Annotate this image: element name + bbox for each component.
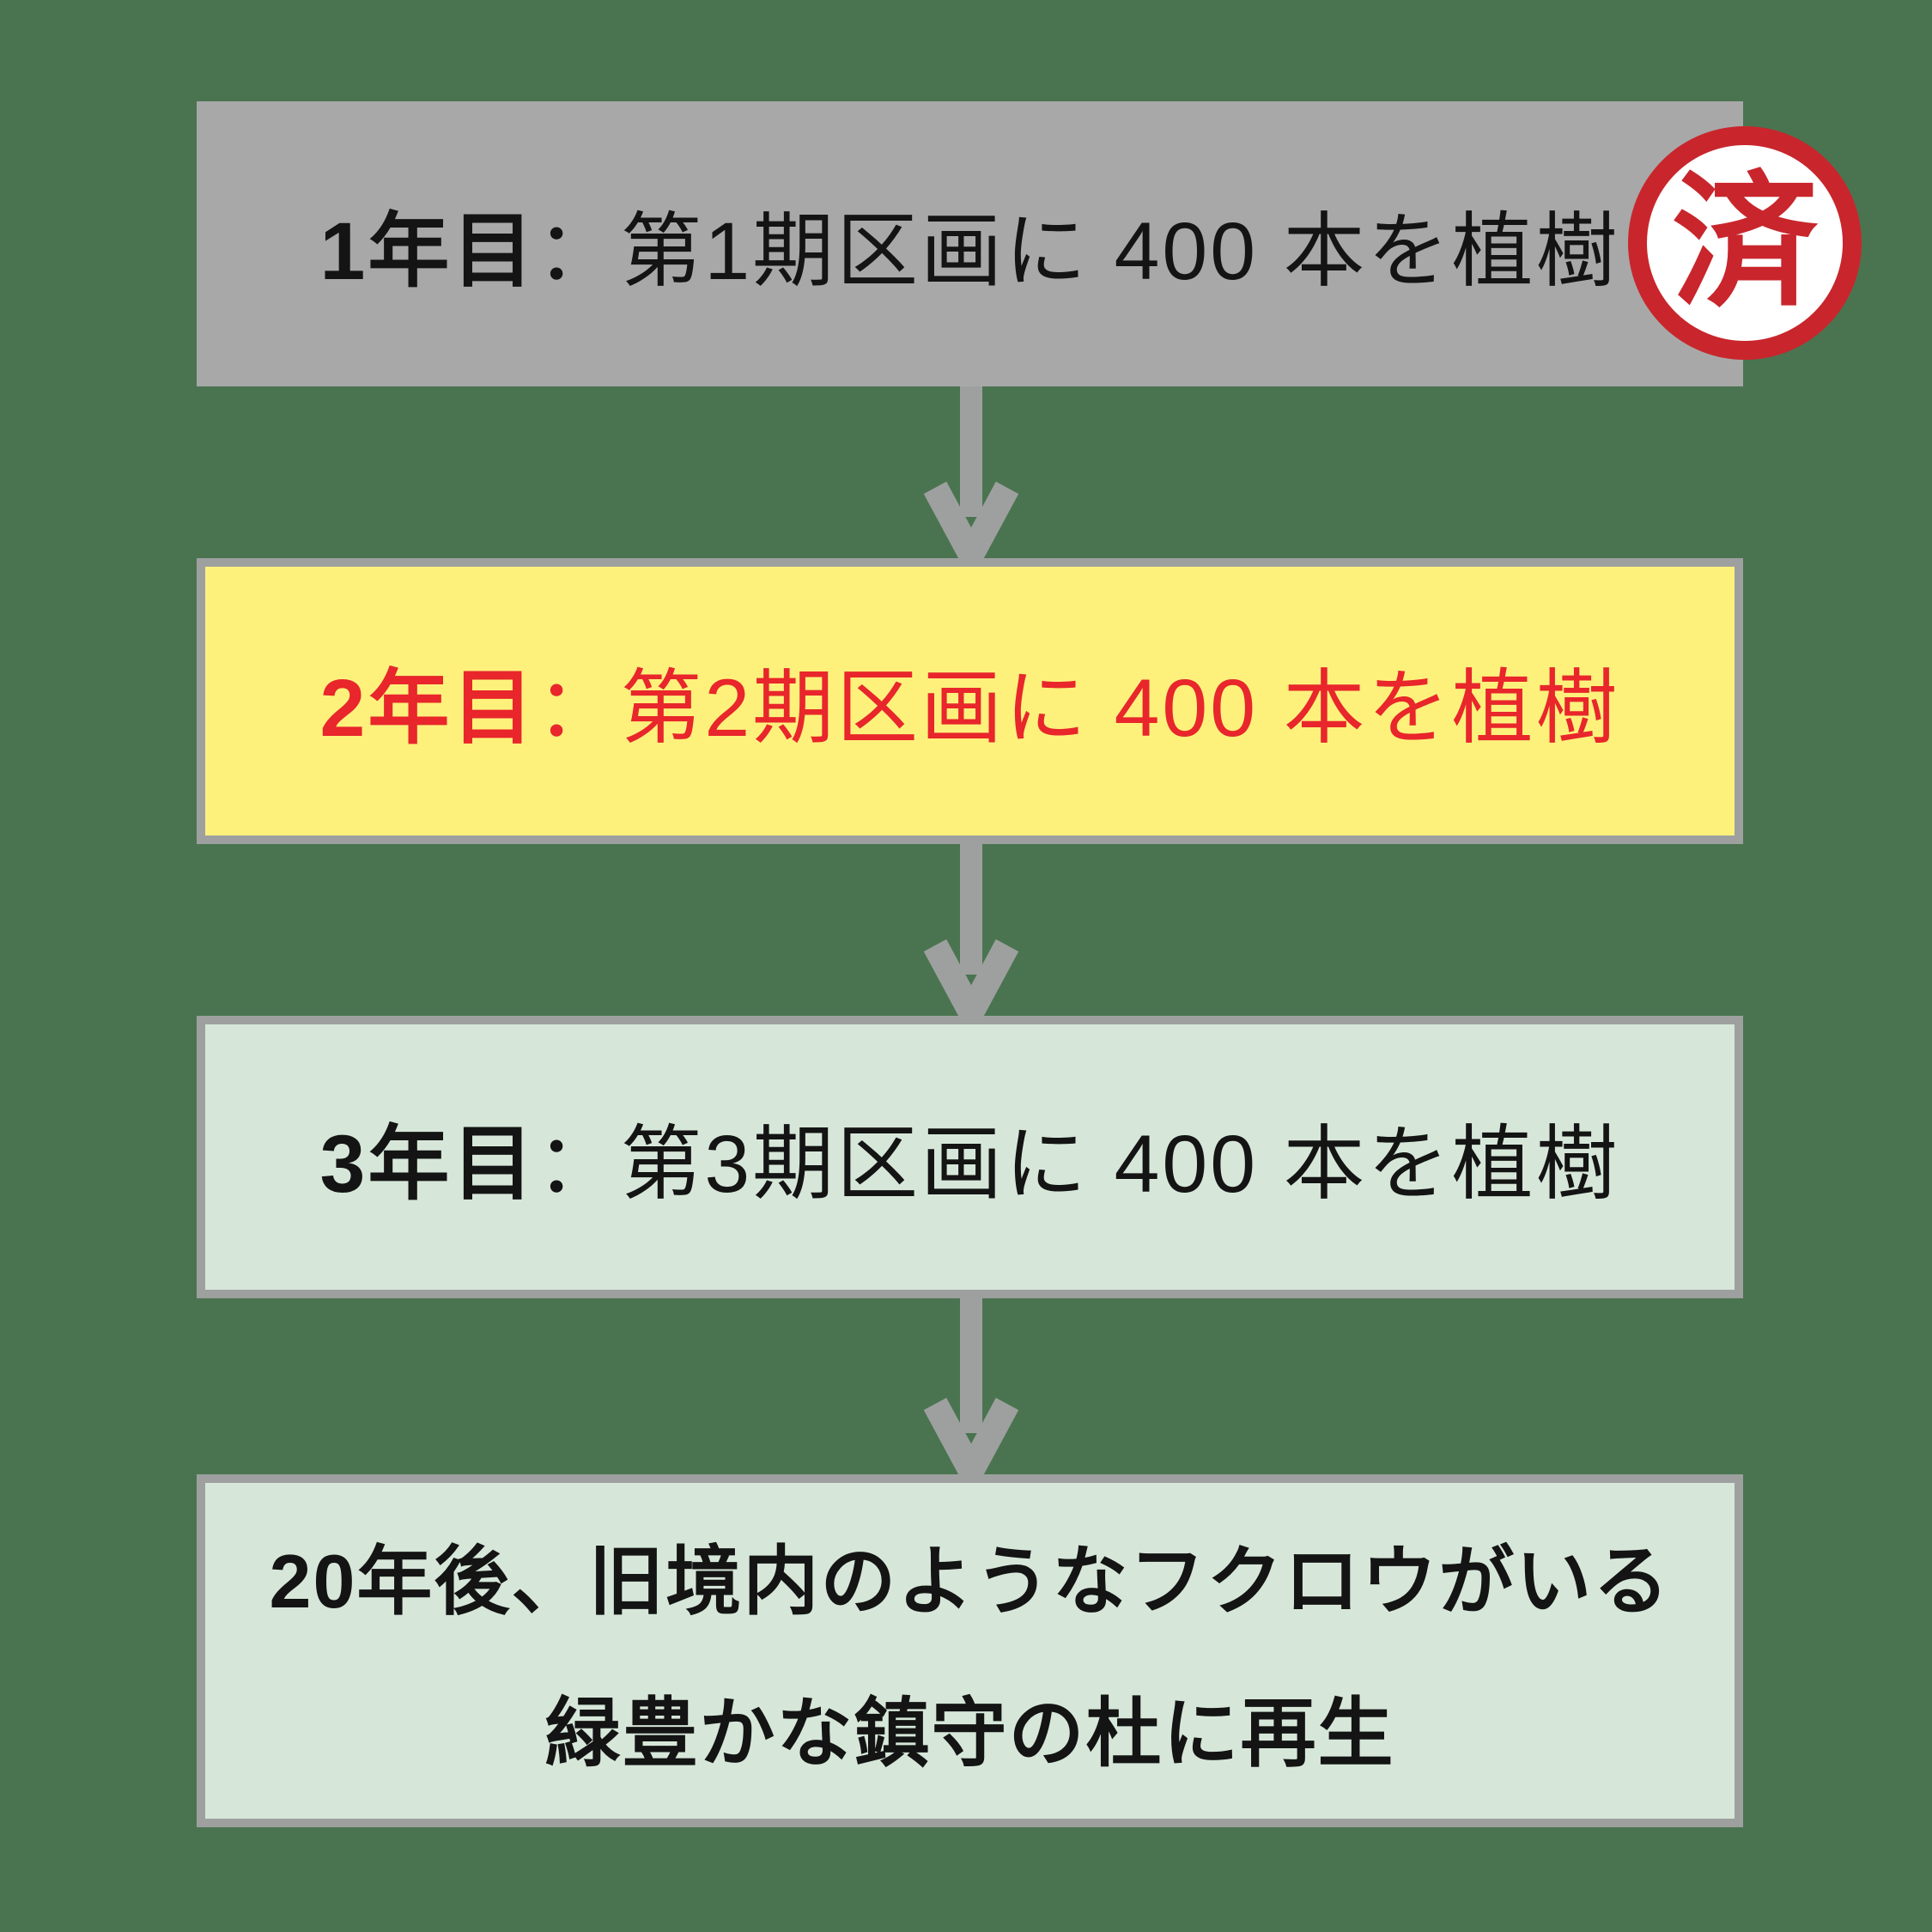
completed-stamp-badge: 済: [1628, 126, 1862, 360]
flow-step-year1: 1年目：第1期区画に 400 本を植樹: [197, 101, 1743, 386]
completed-stamp-text: 済: [1671, 161, 1818, 325]
down-arrow-icon: [923, 386, 1019, 558]
flow-step-year3: 3年目：第3期区画に 400 本を植樹: [197, 1016, 1743, 1298]
flow-step-goal: 20年後、旧境内のようなフクロウがいる 緑豊かな鎮守の杜に再生: [197, 1474, 1743, 1827]
step-year3-text: 3年目：第3期区画に 400 本を植樹: [320, 1098, 1620, 1216]
step-year1-text: 1年目：第1期区画に 400 本を植樹: [320, 185, 1620, 303]
step-year3-rest: ：第3期区画に 400 本を植樹: [536, 1119, 1620, 1210]
step-year2-text: 2年目：第2期区画に 400 本を植樹: [320, 642, 1620, 760]
goal-text-line2: 緑豊かな鎮守の杜に再生: [544, 1690, 1395, 1776]
step-year2-rest: ：第2期区画に 400 本を植樹: [536, 663, 1620, 754]
step-year1-label: 1年目: [319, 205, 537, 297]
step-year1-rest: ：第1期区画に 400 本を植樹: [536, 205, 1620, 297]
down-arrow-icon: [923, 844, 1019, 1016]
flow-step-year2: 2年目：第2期区画に 400 本を植樹: [197, 558, 1743, 844]
step-year2-label: 2年目: [319, 663, 537, 754]
goal-text-line1: 20年後、旧境内のようなフクロウがいる: [269, 1538, 1671, 1624]
step-year3-label: 3年目: [319, 1119, 537, 1210]
down-arrow-icon: [923, 1298, 1019, 1474]
